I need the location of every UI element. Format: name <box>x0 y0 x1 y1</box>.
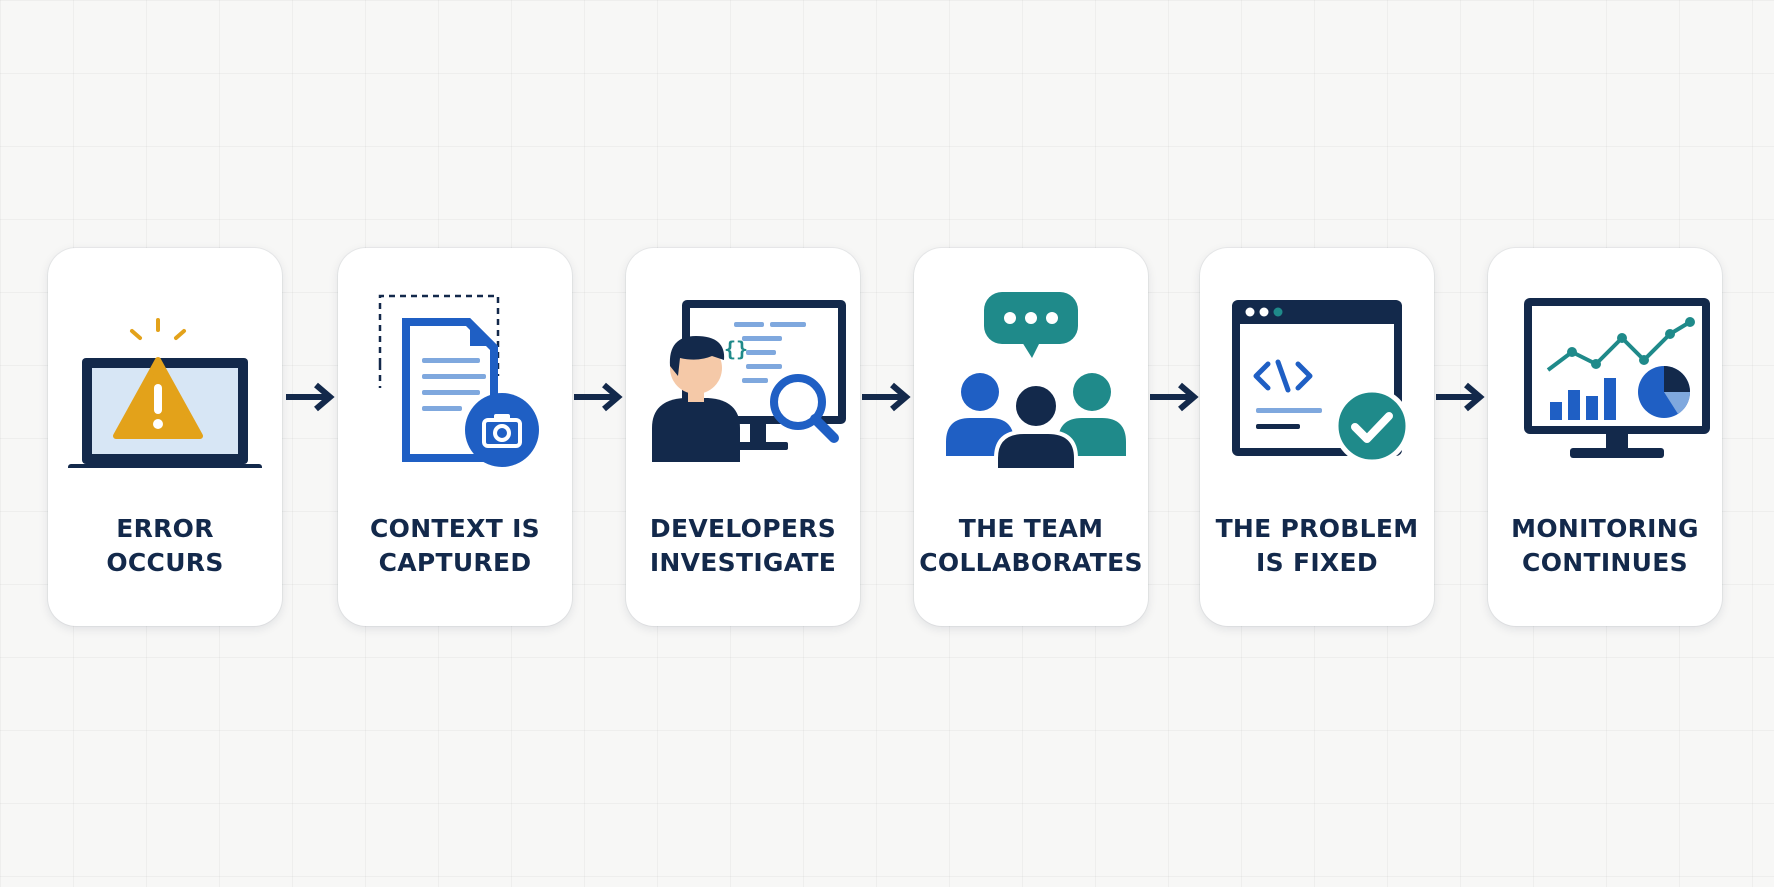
step-card-context-captured: CONTEXT IS CAPTURED <box>338 248 572 626</box>
code-check-icon <box>1232 300 1411 465</box>
step-card-developers-investigate: {} DEVELOPERS INVESTIGATE <box>626 248 860 626</box>
arrow-right-icon <box>1150 382 1199 412</box>
team-chat-icon <box>946 292 1126 468</box>
arrow-right-icon <box>862 382 911 412</box>
document-camera-icon <box>378 294 539 467</box>
svg-text:{}: {} <box>724 337 748 361</box>
step-card-monitoring-continues: MONITORING CONTINUES <box>1488 248 1722 626</box>
warning-laptop-icon <box>68 318 262 468</box>
arrow-right-icon <box>574 382 623 412</box>
arrow-right-icon <box>286 382 335 412</box>
monitor-chart-icon <box>1524 298 1710 458</box>
step-label: THE TEAM COLLABORATES <box>919 514 1143 577</box>
step-label: ERROR OCCURS <box>106 514 224 577</box>
step-label: THE PROBLEM IS FIXED <box>1215 514 1419 577</box>
step-label: CONTEXT IS CAPTURED <box>370 514 540 577</box>
developer-magnifier-icon: {} <box>652 300 846 462</box>
step-label: MONITORING CONTINUES <box>1511 514 1699 577</box>
step-card-error-occurs: ERROR OCCURS <box>48 248 282 626</box>
arrow-right-icon <box>1436 382 1485 412</box>
step-card-problem-fixed: THE PROBLEM IS FIXED <box>1200 248 1434 626</box>
step-label: DEVELOPERS INVESTIGATE <box>649 514 837 577</box>
step-card-team-collaborates: THE TEAM COLLABORATES <box>914 248 1148 626</box>
